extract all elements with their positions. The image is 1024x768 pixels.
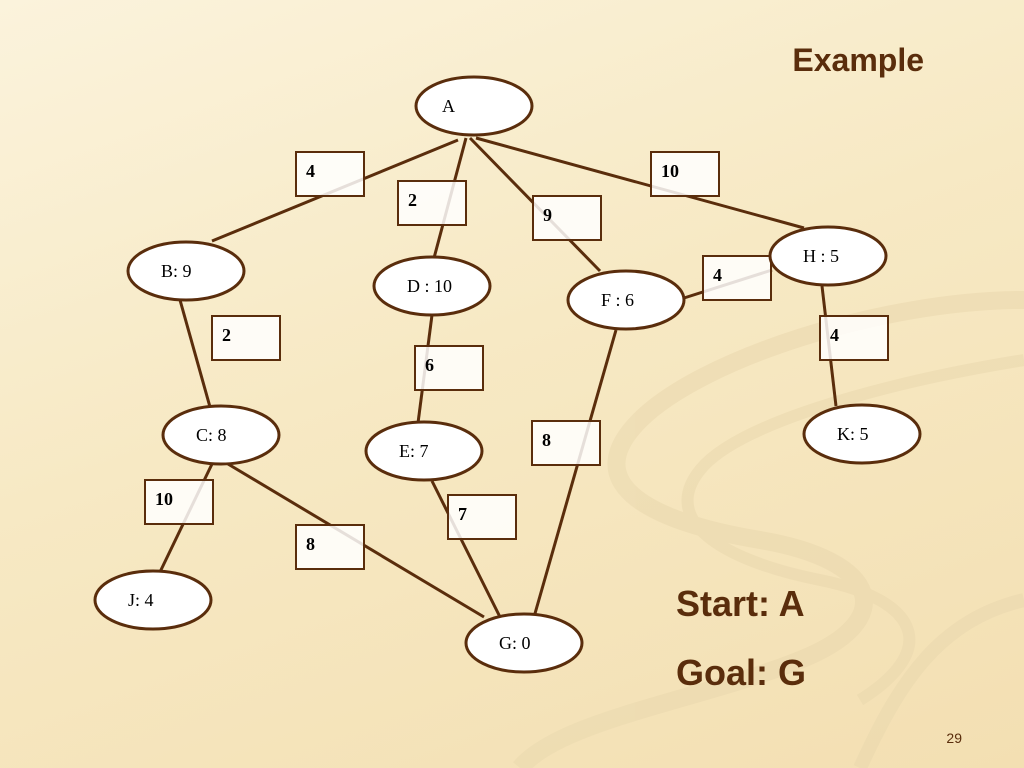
weight-label-b-c: 2 [222,325,231,345]
node-label-e: E: 7 [399,441,429,461]
weights-layer: 4 2 9 10 4 2 6 4 8 10 7 8 [144,151,889,570]
weight-box-a-d [397,180,467,226]
node-label-g: G: 0 [499,633,531,653]
node-label-k: K: 5 [837,424,869,444]
weight-box-b-c [211,315,281,361]
node-h [768,225,888,287]
weight-box-a-h [650,151,720,197]
node-d [372,255,492,317]
slide-number: 29 [946,730,962,746]
edges-layer [158,136,838,619]
node-label-j: J: 4 [128,590,154,610]
edge-a-h [475,136,805,230]
weight-box-a-f [532,195,602,241]
weight-label-c-j: 10 [155,489,173,509]
node-a [414,75,534,137]
weight-box-f-g [531,420,601,466]
node-k [802,403,922,465]
node-label-h: H : 5 [803,246,839,266]
weight-label-a-b: 4 [306,161,315,181]
node-label-f: F : 6 [601,290,634,310]
node-e [364,420,484,482]
weight-box-d-e [414,345,484,391]
node-b [126,240,246,302]
weight-label-h-k: 4 [830,325,839,345]
weight-label-f-g: 8 [542,430,551,450]
weight-box-a-b [295,151,365,197]
background-swirl [513,291,1024,768]
slide-title: Example [792,42,924,78]
node-label-b: B: 9 [161,261,192,281]
edge-b-c [178,299,212,408]
node-label-c: C: 8 [196,425,227,445]
node-f [566,269,686,331]
node-label-d: D : 10 [407,276,452,296]
start-label: Start: A [676,583,805,624]
node-g [464,612,584,674]
weight-box-e-g [447,494,517,540]
weight-box-f-h [702,255,772,301]
node-j [93,569,213,631]
weight-box-c-j [144,479,214,525]
weight-box-c-g [295,524,365,570]
edge-e-g [430,480,502,618]
weight-label-f-h: 4 [713,265,722,285]
weight-label-c-g: 8 [306,534,315,554]
node-label-a: A [442,96,455,116]
edge-f-g [532,329,618,618]
goal-label: Goal: G [676,652,807,693]
weight-label-a-h: 10 [661,161,679,181]
weight-box-h-k [819,315,889,361]
weight-label-a-f: 9 [543,205,552,225]
weight-label-a-d: 2 [408,190,417,210]
weight-label-d-e: 6 [425,355,434,375]
nodes-layer: A B: 9 D : 10 F : 6 H : 5 C: 8 E: 7 K: 5 J: 4 G: … [93,75,922,674]
node-c [161,404,281,466]
weight-label-e-g: 7 [458,504,467,524]
